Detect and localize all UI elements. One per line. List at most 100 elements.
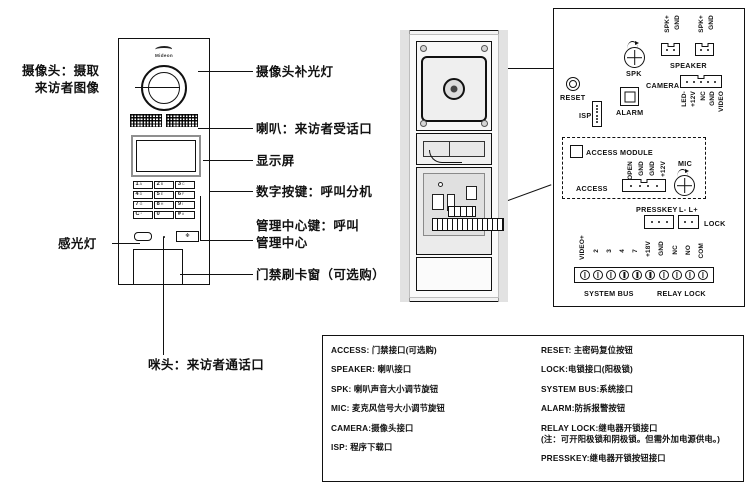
terminal-screw[interactable] [606, 270, 617, 280]
pin [693, 80, 695, 83]
pin [665, 221, 668, 223]
logo-mark-icon [153, 45, 175, 52]
terminal-screw[interactable] [632, 270, 643, 280]
camera-connector[interactable] [680, 75, 722, 88]
leader-line-display [203, 160, 253, 161]
mainboard-bay [416, 167, 504, 255]
microphone-hole [163, 236, 166, 239]
speaker-connector-2[interactable] [695, 43, 714, 56]
access-module-square [570, 145, 583, 158]
spk-trim-pot[interactable] [624, 47, 645, 68]
speaker2-pin-gnd: GND [708, 15, 715, 30]
chip [466, 186, 477, 200]
access-label: ACCESS [576, 184, 608, 193]
pin [656, 184, 659, 187]
bus-pin-4: 4 [619, 249, 626, 253]
leader-line-manager-key-v [200, 196, 201, 241]
presskey-connector[interactable] [644, 215, 674, 229]
pin [672, 48, 675, 51]
callout-card-window: 门禁刷卡窗（可选购） [256, 268, 386, 282]
camera-module [421, 56, 487, 122]
camera-pin-video: VIDEO [718, 91, 725, 112]
access-module-region [562, 137, 706, 199]
leader-line-light-sensor [112, 243, 140, 244]
isp-header[interactable] [592, 101, 602, 127]
pin [666, 48, 669, 51]
key-0[interactable]: 0 [154, 210, 174, 220]
legend-item: MIC: 麦克风信号大小调节旋钮 [331, 403, 445, 414]
leader-pcb-bottom [507, 184, 552, 201]
lock-connector[interactable] [678, 215, 699, 229]
keypad-row: C* 0 ## [133, 210, 196, 220]
leader-pcb-top [508, 68, 554, 69]
terminal-screw[interactable] [580, 270, 591, 280]
rear-side-rail-right [498, 30, 508, 302]
relay-pin-18v: +18V [645, 241, 652, 257]
screw [420, 45, 427, 52]
lock-pin-labels: L- L+ [679, 205, 698, 214]
card-reader-window [133, 249, 183, 285]
display-screen-inner [136, 140, 196, 172]
terminal-screw[interactable] [671, 270, 682, 280]
access-connector[interactable] [622, 179, 666, 192]
terminal-screw[interactable] [619, 270, 630, 280]
brand-name: Mideon [155, 52, 173, 58]
terminal-screw[interactable] [697, 270, 708, 280]
camera-label: CAMERA [646, 81, 680, 90]
legend-item: RESET: 主密码复位按钮 [541, 345, 633, 355]
legend-item: SPEAKER: 喇叭接口 [331, 364, 412, 375]
terminal-screw[interactable] [658, 270, 669, 280]
manager-center-key[interactable]: ※ [176, 231, 199, 242]
grille-block [130, 114, 162, 127]
speaker1-pin-gnd: GND [674, 15, 681, 30]
key-cancel[interactable]: C* [133, 210, 153, 220]
lower-bay [416, 257, 492, 291]
pcb-schematic-panel: SPK SPK+ GND SPK+ GND SPEAKER RESET ISP … [553, 8, 745, 307]
screw [420, 120, 427, 127]
legend-item-relay-lock: RELAY LOCK:继电器开锁接口 (注：可开阳极锁和阴极锁。但需外加电源供电… [541, 423, 735, 445]
pin [596, 117, 598, 120]
legend-relay-lock-text: RELAY LOCK:继电器开锁接口 [541, 422, 658, 433]
presskey-label: PRESSKEY [636, 205, 678, 214]
pin [700, 48, 703, 51]
chip [432, 194, 444, 210]
speaker-connector-1[interactable] [661, 43, 680, 56]
lock-label: LOCK [704, 219, 726, 228]
terminal-screw[interactable] [593, 270, 604, 280]
pin [638, 184, 641, 187]
mic-trim-pot[interactable] [674, 175, 695, 196]
legend-column-left: ACCESS: 门禁接口(可选购) SPEAKER: 喇叭接口 SPK: 喇叭声… [323, 345, 533, 481]
camera-pin-gnd: GND [709, 91, 716, 106]
terminal-block-large [432, 218, 504, 231]
bus-pin-video: VIDEO+ [579, 235, 586, 260]
main-terminal-block[interactable] [574, 267, 714, 283]
relay-pin-com: COM [698, 243, 705, 259]
reset-button[interactable] [566, 77, 580, 91]
legend-relay-lock-note: (注：可开阳极锁和阴极锁。但需外加电源供电。) [541, 433, 721, 444]
leader-line-camera [135, 87, 180, 88]
terminal-screw[interactable] [684, 270, 695, 280]
callout-camera: 摄像头：摄取 来访者图像 [22, 64, 100, 95]
access-module-label: ACCESS MODULE [586, 148, 653, 157]
access-pin-open: OPEN [627, 161, 634, 180]
light-sensor [134, 232, 152, 241]
legend-item: SYSTEM BUS:系统接口 [541, 383, 634, 394]
key-hash[interactable]: ## [175, 210, 196, 220]
terminal-screw[interactable] [645, 270, 656, 280]
alarm-button[interactable] [620, 87, 639, 106]
bus-pin-7: 7 [632, 249, 639, 253]
pin [596, 114, 598, 117]
